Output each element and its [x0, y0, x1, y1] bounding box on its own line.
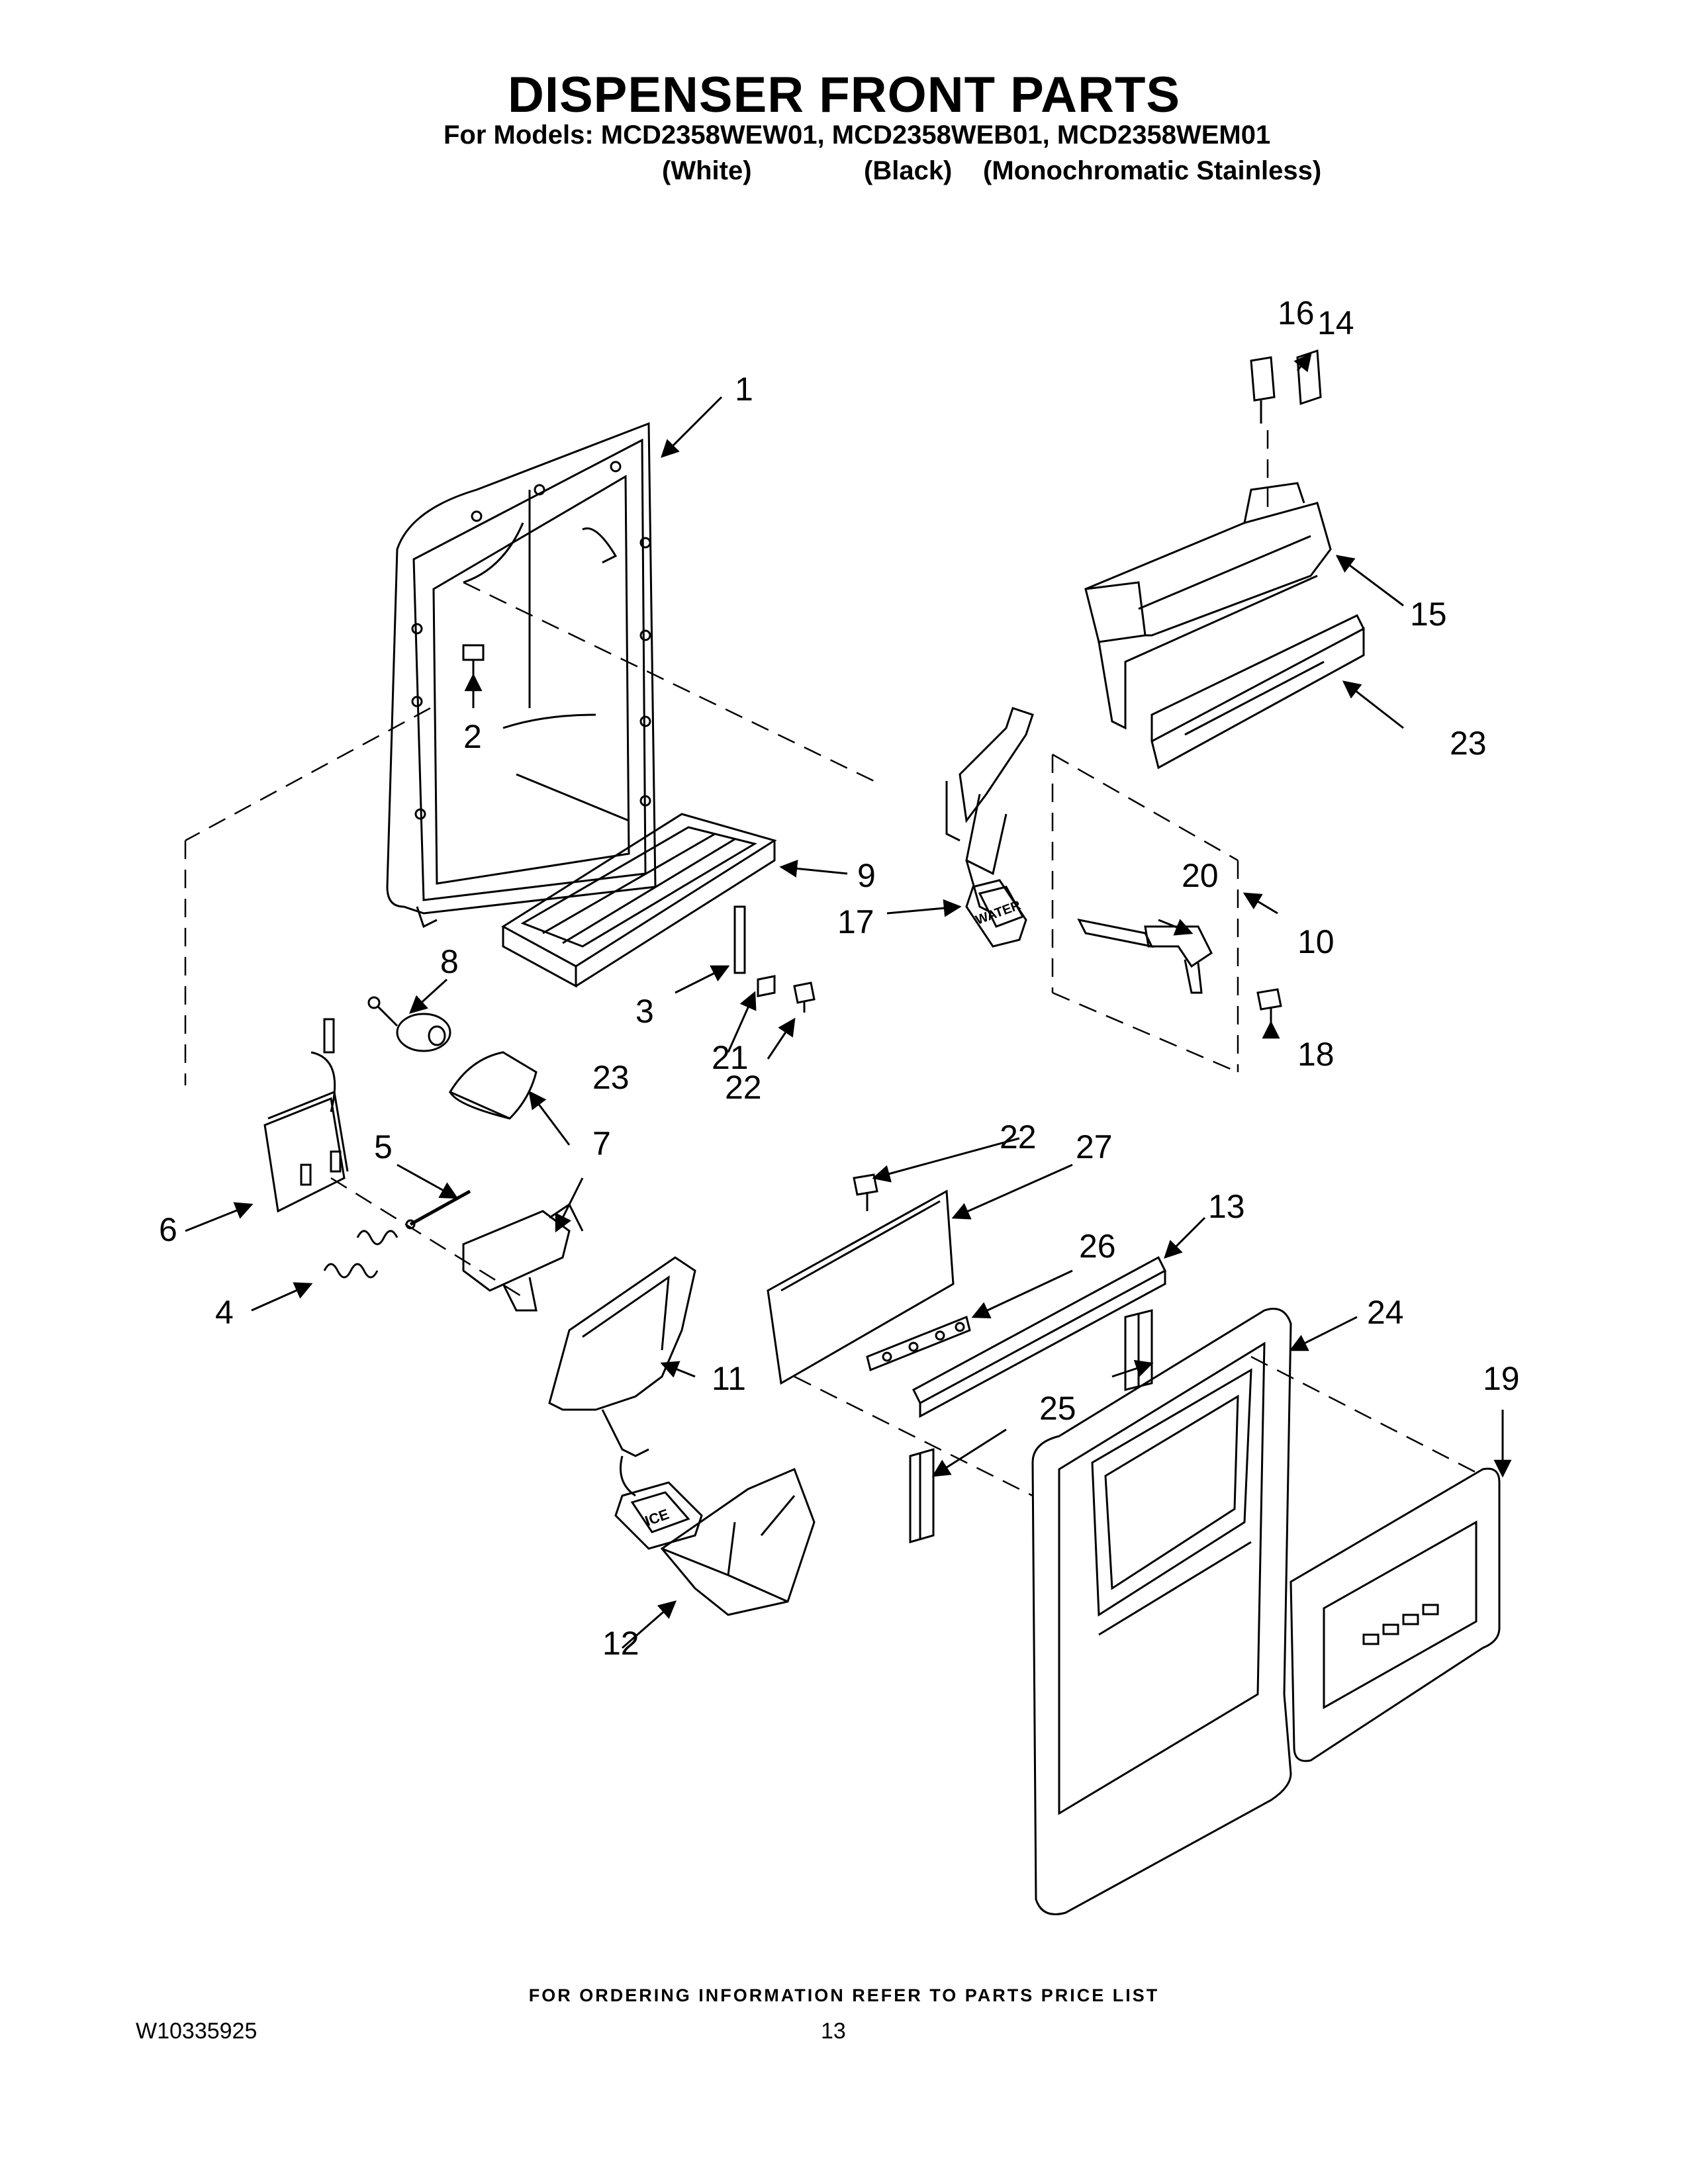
part-9-drip-tray: [501, 813, 777, 988]
part-14-insulator: [1296, 349, 1322, 406]
leader-arrows: [185, 352, 1512, 1649]
part-24-front-panel: [1031, 1308, 1292, 1915]
callout-25a: 25: [1039, 1390, 1076, 1427]
variant-stainless: (Monochromatic Stainless): [983, 156, 1322, 185]
callout-14: 14: [1317, 304, 1354, 341]
part-16-switch: [1250, 356, 1276, 424]
callout-21: 21: [712, 1039, 749, 1076]
page-number: 13: [821, 2019, 846, 2044]
part-19-trim-panel: [1289, 1467, 1501, 1762]
part-20-lever: [1077, 918, 1213, 994]
page-title: DISPENSER FRONT PARTS: [507, 67, 1181, 123]
part-6-control-box: [263, 1018, 349, 1213]
models-line: For Models: MCD2358WEW01, MCD2358WEB01, …: [444, 120, 1271, 150]
part-27-circuit-board: [767, 1189, 955, 1385]
part-22-screw-b: [853, 1173, 878, 1211]
part-23-cover-plate: [1150, 614, 1365, 770]
callout-1: 1: [735, 371, 753, 408]
assembly-lines: [184, 430, 1483, 1497]
variant-black: (Black): [864, 156, 953, 185]
callout-4: 4: [215, 1294, 234, 1331]
callout-16: 16: [1278, 295, 1315, 332]
part-12-ice-chute: [660, 1468, 816, 1616]
variant-white: (White): [662, 156, 752, 185]
part-3-spring-clip: [733, 905, 746, 974]
part-13-foam-strip: [912, 1255, 1166, 1418]
part-8-solenoid: [367, 996, 451, 1052]
callout-19: 19: [1483, 1360, 1520, 1397]
part-17-water-actuator: [945, 707, 1034, 948]
callout-27: 27: [1076, 1128, 1113, 1165]
callout-6: 6: [159, 1211, 177, 1248]
callout-23b: 23: [1450, 725, 1487, 762]
part-18-screw: [1256, 988, 1282, 1023]
callout-15: 15: [1410, 596, 1447, 633]
callout-23a: 23: [592, 1059, 630, 1096]
part-7-bracket: [462, 1203, 584, 1312]
part-5-pin: [405, 1189, 471, 1230]
callout-8: 8: [440, 943, 459, 980]
callout-22b: 22: [1000, 1118, 1037, 1156]
callout-13: 13: [1208, 1188, 1245, 1225]
callout-22a: 22: [725, 1069, 762, 1106]
callout-20: 20: [1182, 857, 1219, 894]
callout-10: 10: [1297, 923, 1335, 960]
water-pad-label: WATER: [974, 898, 1023, 928]
ordering-note: FOR ORDERING INFORMATION REFER TO PARTS …: [528, 1985, 1160, 2005]
callout-17: 17: [837, 903, 874, 940]
callout-12: 12: [602, 1625, 639, 1662]
part-11-ice-actuator: [548, 1256, 696, 1497]
part-21-clip: [757, 975, 776, 997]
part-4-spring: [323, 1230, 399, 1279]
callout-26: 26: [1079, 1228, 1116, 1265]
callout-9: 9: [857, 857, 876, 894]
callout-7: 7: [592, 1125, 611, 1162]
part-25-foam-block-b: [909, 1448, 935, 1543]
part-1-housing-frame: [386, 422, 657, 929]
part-2-screw: [462, 644, 485, 675]
part-22-screw-a: [793, 981, 816, 1013]
callout-3: 3: [635, 993, 654, 1030]
part-15-bracket: [1084, 482, 1332, 730]
part-23-chute-cover: [448, 1051, 538, 1120]
callout-2: 2: [463, 718, 482, 755]
document-number: W10335925: [136, 2019, 258, 2044]
callout-11: 11: [712, 1360, 746, 1397]
part-25-foam-block-a: [1124, 1309, 1153, 1391]
part-26-led-strip: [866, 1315, 971, 1372]
callout-24: 24: [1367, 1294, 1404, 1331]
callout-5: 5: [374, 1128, 393, 1165]
callout-18: 18: [1297, 1036, 1335, 1073]
ice-pad: [614, 1481, 703, 1550]
